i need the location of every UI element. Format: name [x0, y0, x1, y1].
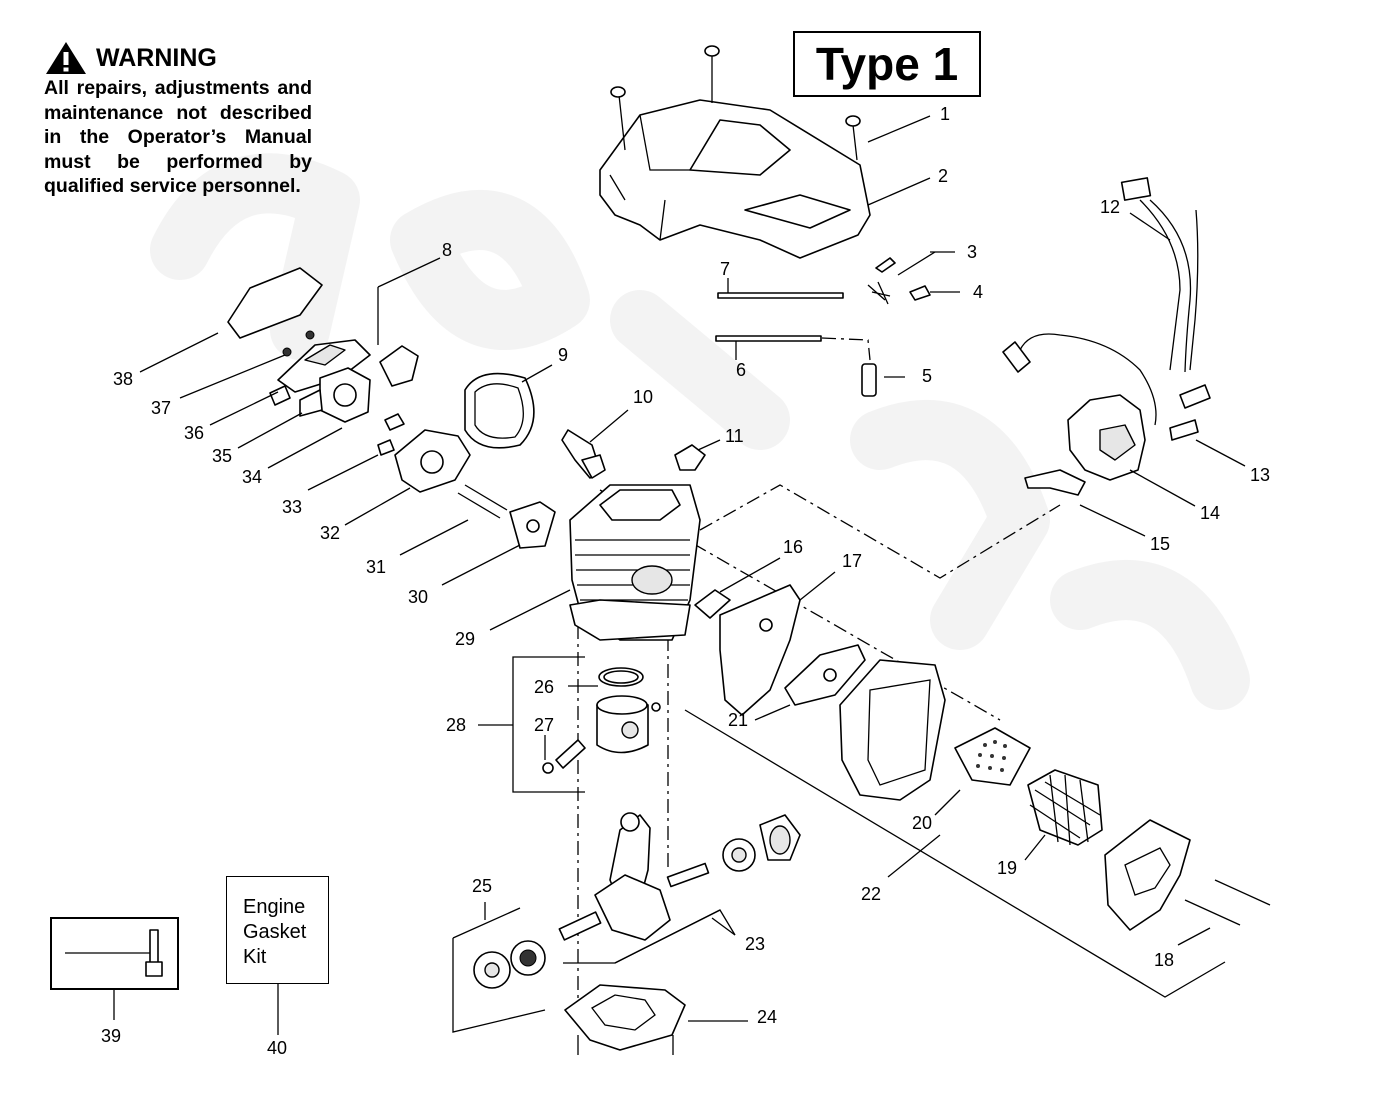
muffler-gaskets: [694, 557, 866, 721]
callout-24: 24: [757, 1007, 777, 1027]
crankshaft-assembly: [452, 812, 801, 1055]
muffler-assembly: [684, 659, 1271, 998]
callout-27: 27: [534, 715, 554, 735]
callout-32: 32: [320, 523, 340, 543]
ignition-assembly: [1002, 177, 1246, 537]
callout-18: 18: [1154, 950, 1174, 970]
callout-7: 7: [720, 259, 730, 279]
callout-19: 19: [997, 858, 1017, 878]
muffler-cover: [1104, 819, 1191, 931]
callout-4: 4: [973, 282, 983, 302]
heat-shield: [719, 584, 801, 716]
cylinder-cover-assembly: [599, 45, 931, 259]
kit-label-line-1: Engine: [243, 896, 306, 918]
callout-1: 1: [940, 104, 950, 124]
callout-30: 30: [408, 587, 428, 607]
small-hardware: [715, 251, 960, 397]
callout-25: 25: [472, 876, 492, 896]
piston-kit: [478, 656, 661, 793]
callout-14: 14: [1200, 503, 1220, 523]
combination-tool: [50, 917, 179, 1020]
callout-9: 9: [558, 345, 568, 365]
type-label: Type 1: [793, 31, 981, 97]
callout-33: 33: [282, 497, 302, 517]
cover-screw-2: [704, 45, 720, 103]
callout-13: 13: [1250, 465, 1270, 485]
callout-numbers: 1 2 3 4 5 6 7 8 9 10 11 12 13 14 15 16 1…: [101, 104, 1270, 1058]
callout-26: 26: [534, 677, 554, 697]
callout-6: 6: [736, 360, 746, 380]
crankcase-half: [564, 984, 686, 1051]
spark-arrestor: [1027, 769, 1103, 846]
callout-16: 16: [783, 537, 803, 557]
callout-12: 12: [1100, 197, 1120, 217]
intake-boot: [464, 364, 553, 449]
cylinder-screws: [399, 484, 556, 586]
callout-21: 21: [728, 710, 748, 730]
callout-17: 17: [842, 551, 862, 571]
watermark: [150, 153, 1250, 710]
callout-15: 15: [1150, 534, 1170, 554]
callout-37: 37: [151, 398, 171, 418]
warning-heading: WARNING: [44, 40, 312, 76]
callout-34: 34: [242, 467, 262, 487]
callout-20: 20: [912, 813, 932, 833]
callout-3: 3: [967, 242, 977, 262]
kit-label-line-3: Kit: [243, 946, 267, 968]
spark-plug: [561, 409, 721, 479]
callout-38: 38: [113, 369, 133, 389]
cover-screw-3: [845, 115, 861, 161]
callout-5: 5: [922, 366, 932, 386]
warning-triangle-icon: [46, 42, 86, 74]
carburetor-assembly: [139, 257, 471, 526]
callout-29: 29: [455, 629, 475, 649]
muffler-body: [839, 659, 946, 801]
callout-22: 22: [861, 884, 881, 904]
callout-23: 23: [745, 934, 765, 954]
callout-8: 8: [442, 240, 452, 260]
callout-2: 2: [938, 166, 948, 186]
air-filter: [227, 267, 323, 339]
callout-11: 11: [725, 426, 744, 446]
warning-notice: WARNING All repairs, adjustments and mai…: [44, 40, 312, 199]
callout-31: 31: [366, 557, 386, 577]
warning-body-text: All repairs, adjustments and maintenance…: [44, 77, 312, 197]
warning-heading-text: WARNING: [96, 44, 217, 72]
callout-36: 36: [184, 423, 204, 443]
engine-gasket-kit-box: Engine Gasket Kit: [226, 876, 329, 984]
callout-10: 10: [633, 387, 653, 407]
cover-screw-1: [610, 86, 626, 151]
callout-28: 28: [446, 715, 466, 735]
callout-39: 39: [101, 1026, 121, 1046]
cylinder: [489, 484, 701, 641]
callout-40: 40: [267, 1038, 287, 1058]
callout-35: 35: [212, 446, 232, 466]
kit-label-line-2: Gasket: [243, 921, 307, 943]
